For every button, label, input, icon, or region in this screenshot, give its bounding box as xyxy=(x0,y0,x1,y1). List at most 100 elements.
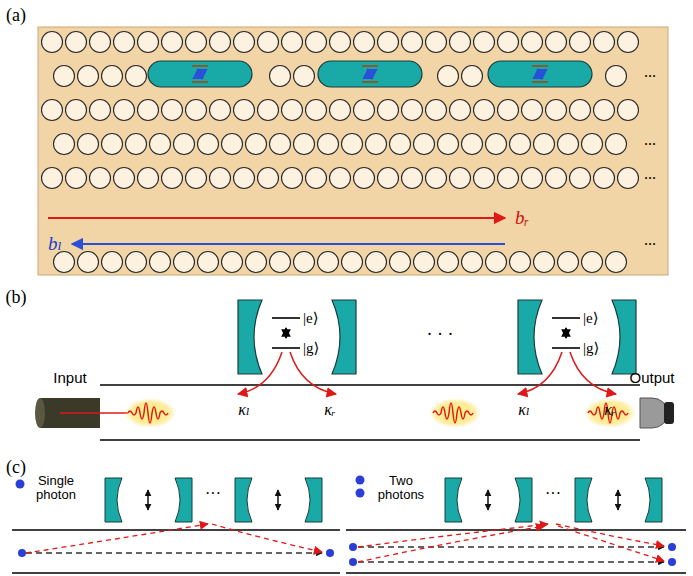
atom-levels xyxy=(565,328,567,338)
air-hole xyxy=(210,168,231,189)
ellipsis: ... xyxy=(644,63,656,81)
level-label: |e⟩ xyxy=(583,310,599,327)
decay-arrows xyxy=(290,352,336,394)
air-hole xyxy=(522,32,543,53)
level-label: |g⟩ xyxy=(303,340,319,357)
air-hole xyxy=(414,252,435,273)
cavity-mirrors xyxy=(645,478,662,522)
cavities xyxy=(148,61,592,87)
air-hole xyxy=(582,252,603,273)
air-hole xyxy=(594,32,615,53)
atom-transitions xyxy=(277,490,278,510)
air-hole xyxy=(270,66,291,87)
air-hole xyxy=(498,168,519,189)
air-hole xyxy=(78,252,99,273)
air-hole xyxy=(522,168,543,189)
cavity-mirrors xyxy=(175,478,192,522)
photon-paths xyxy=(668,543,676,551)
cavity-mirrors xyxy=(238,300,262,374)
photon-paths xyxy=(358,546,664,547)
air-hole xyxy=(534,134,555,155)
air-hole xyxy=(294,134,315,155)
air-hole xyxy=(42,100,63,121)
air-hole xyxy=(546,168,567,189)
waveguide xyxy=(12,530,686,573)
air-hole xyxy=(90,32,111,53)
air-hole xyxy=(450,168,471,189)
waveguide xyxy=(12,572,340,573)
air-hole xyxy=(318,134,339,155)
air-hole xyxy=(618,168,639,189)
air-hole xyxy=(54,66,75,87)
waveguide xyxy=(12,529,340,530)
air-hole xyxy=(234,168,255,189)
photon-paths xyxy=(326,549,334,557)
air-hole xyxy=(162,100,183,121)
air-hole xyxy=(486,252,507,273)
air-hole xyxy=(414,134,435,155)
air-hole xyxy=(66,168,87,189)
right-mode-arrow xyxy=(48,217,505,219)
waveguide xyxy=(346,529,686,530)
air-hole xyxy=(462,66,483,87)
air-hole xyxy=(426,168,447,189)
air-hole xyxy=(294,252,315,273)
air-hole xyxy=(138,100,159,121)
air-hole xyxy=(174,252,195,273)
cavities xyxy=(148,61,252,87)
air-hole xyxy=(306,100,327,121)
output-detector xyxy=(664,402,674,424)
air-hole xyxy=(102,134,123,155)
ellipsis: ... xyxy=(644,165,656,183)
cavities xyxy=(318,61,422,87)
air-hole xyxy=(318,252,339,273)
illustration xyxy=(584,398,636,428)
input-fiber xyxy=(35,398,128,428)
air-hole xyxy=(222,252,243,273)
air-hole xyxy=(342,134,363,155)
decay-rate: κₗ xyxy=(238,401,250,419)
air-hole xyxy=(402,100,423,121)
cavity-mirrors xyxy=(575,478,592,522)
left-mode-arrow xyxy=(72,243,505,245)
ellipsis: ··· xyxy=(545,485,561,503)
air-hole xyxy=(594,168,615,189)
air-hole xyxy=(354,168,375,189)
air-hole xyxy=(282,168,303,189)
photon-paths xyxy=(18,524,676,566)
air-hole xyxy=(222,134,243,155)
cavities xyxy=(192,66,208,82)
air-hole xyxy=(150,134,171,155)
air-hole xyxy=(570,32,591,53)
air-hole xyxy=(78,66,99,87)
photon-paths xyxy=(358,524,548,547)
cavities xyxy=(488,61,592,87)
cavity-mirrors xyxy=(612,300,636,374)
photon-paths xyxy=(26,524,208,553)
air-hole xyxy=(582,134,603,155)
photon-dot xyxy=(16,480,25,489)
photon-paths xyxy=(558,526,664,561)
air-hole xyxy=(438,252,459,273)
air-hole xyxy=(330,32,351,53)
air-hole xyxy=(486,134,507,155)
waveguide xyxy=(100,385,640,440)
photon-dot xyxy=(356,489,365,498)
input-fiber xyxy=(35,398,45,428)
air-hole xyxy=(354,32,375,53)
decay-rate: κᵣ xyxy=(324,401,336,419)
air-hole xyxy=(174,134,195,155)
air-hole xyxy=(366,134,387,155)
cavity-mirrors xyxy=(235,478,252,522)
atom-levels xyxy=(285,328,287,338)
air-hole xyxy=(354,100,375,121)
air-hole xyxy=(306,168,327,189)
port-label: Input xyxy=(53,370,86,387)
illustration xyxy=(124,398,176,428)
air-hole xyxy=(450,32,471,53)
air-hole xyxy=(462,252,483,273)
air-hole xyxy=(570,100,591,121)
air-hole xyxy=(42,32,63,53)
air-hole xyxy=(450,100,471,121)
